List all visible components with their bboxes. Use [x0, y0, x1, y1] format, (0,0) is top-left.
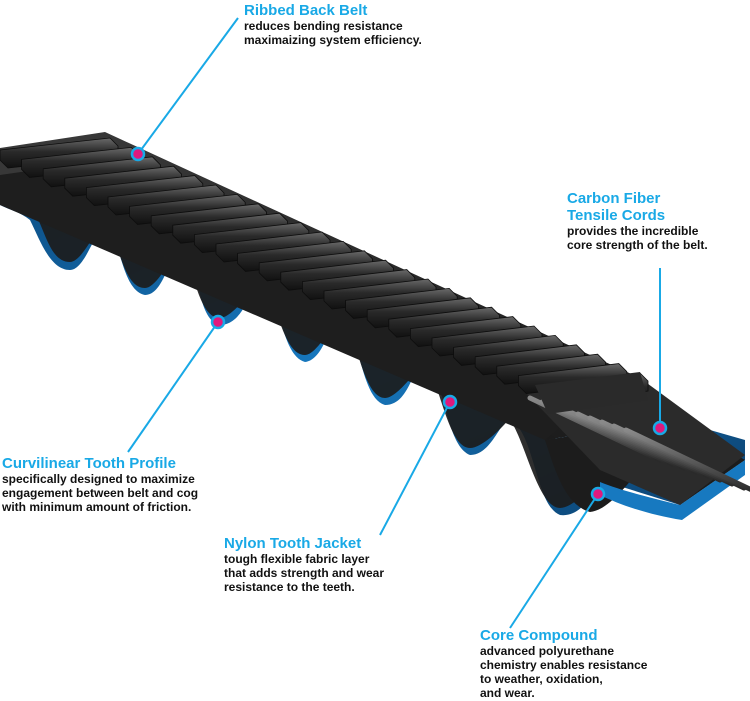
belt-end-blue — [600, 460, 745, 520]
callout-desc-line: specifically designed to maximize — [2, 472, 195, 486]
callout-desc-line: resistance to the teeth. — [224, 580, 355, 594]
callout-title: Nylon Tooth Jacket — [224, 535, 362, 552]
marker-dot — [652, 420, 668, 436]
callout-title: Ribbed Back Belt — [244, 2, 368, 19]
callout-desc-line: provides the incredible — [567, 224, 699, 238]
callout-nylon-jacket: Nylon Tooth Jacket tough flexible fabric… — [224, 535, 404, 594]
callout-desc-line: advanced polyurethane — [480, 644, 615, 658]
callout-desc-line: reduces bending resistance — [244, 19, 403, 33]
callout-desc-line: core strength of the belt. — [567, 238, 708, 252]
callout-desc-line: chemistry enables resistance — [480, 658, 648, 672]
back-ribs — [0, 137, 649, 414]
leader-nylon — [379, 401, 451, 536]
leader-lines — [127, 17, 668, 629]
belt-backing-band — [0, 160, 600, 440]
leader-core — [509, 493, 599, 629]
callout-desc-line: that adds strength and wear — [224, 566, 385, 580]
leader-curvilinear — [127, 321, 219, 453]
marker-dot — [442, 394, 458, 410]
callout-curvilinear-tooth: Curvilinear Tooth Profile specifically d… — [2, 455, 242, 514]
callout-ribbed-back-belt: Ribbed Back Belt reduces bending resista… — [244, 2, 504, 47]
rib-end-cap — [535, 372, 648, 414]
cord — [623, 427, 750, 492]
callout-desc-line: with minimum amount of friction. — [2, 500, 192, 514]
callout-core-compound: Core Compound advanced polyurethane chem… — [480, 627, 680, 700]
callout-desc-line: maximaizing system efficiency. — [244, 33, 422, 47]
callout-title: Carbon Fiber — [567, 190, 661, 207]
callout-desc-line: and wear. — [480, 686, 535, 700]
callout-title: Core Compound — [480, 627, 598, 644]
callout-desc-line: to weather, oxidation, — [480, 672, 603, 686]
marker-dot — [210, 314, 226, 330]
leader-ribbed — [137, 17, 239, 155]
callout-carbon-fiber: Carbon Fiber Tensile Cords provides the … — [567, 190, 747, 252]
callout-title: Tensile Cords — [567, 207, 666, 224]
callout-title: Curvilinear Tooth Profile — [2, 455, 176, 472]
callout-desc-line: engagement between belt and cog — [2, 486, 199, 500]
callout-desc-line: tough flexible fabric layer — [224, 552, 370, 566]
marker-dot — [590, 486, 606, 502]
marker-dot — [130, 146, 146, 162]
